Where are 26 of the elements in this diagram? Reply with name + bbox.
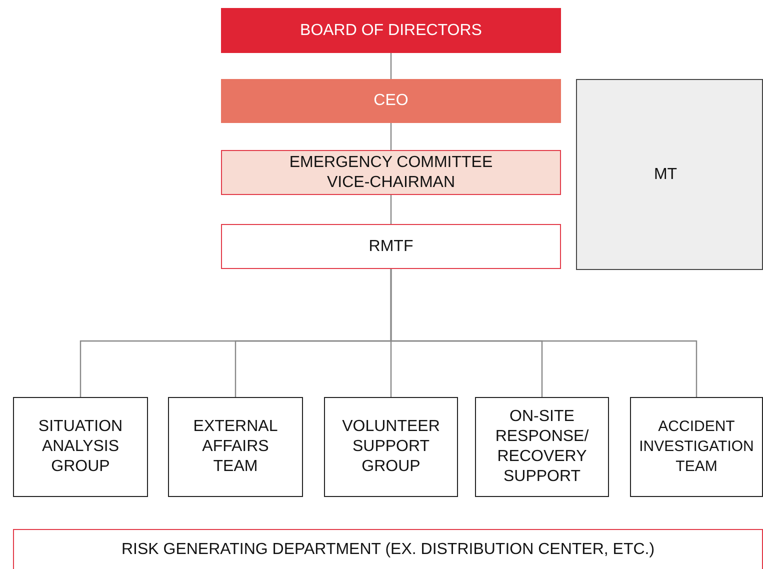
group-box	[168, 397, 303, 497]
node-label: CEO	[374, 91, 408, 111]
group-box	[13, 397, 148, 497]
group-box	[475, 397, 609, 497]
node-label: BOARD OF DIRECTORS	[300, 20, 482, 40]
role-box	[221, 150, 561, 195]
team-box	[576, 79, 763, 270]
node-label: RMTF	[368, 236, 414, 256]
node-label: SITUATION ANALYSIS GROUP	[37, 417, 124, 477]
group-box	[324, 397, 458, 497]
node-label: VOLUNTEER SUPPORT GROUP	[341, 417, 441, 477]
role-box	[221, 79, 561, 123]
title-bar	[221, 8, 561, 53]
connector-line	[390, 195, 392, 224]
connector-line	[390, 123, 392, 150]
group-box	[630, 397, 763, 497]
node-label: EXTERNAL AFFAIRS TEAM	[192, 417, 279, 477]
node-label: EMERGENCY COMMITTEE VICE-CHAIRMAN	[288, 152, 494, 192]
connector-line	[390, 53, 392, 79]
node-label: RISK GENERATING DEPARTMENT (EX. DISTRIBUTION CENTER, ETC.)	[121, 540, 655, 560]
node-label: MT	[654, 164, 678, 184]
node-label: ACCIDENT INVESTIGATION TEAM	[638, 417, 755, 477]
role-box	[221, 224, 561, 269]
connector-line	[390, 269, 698, 397]
department-band	[13, 529, 763, 569]
node-label: ON-SITE RESPONSE/ RECOVERY SUPPORT	[494, 407, 590, 487]
